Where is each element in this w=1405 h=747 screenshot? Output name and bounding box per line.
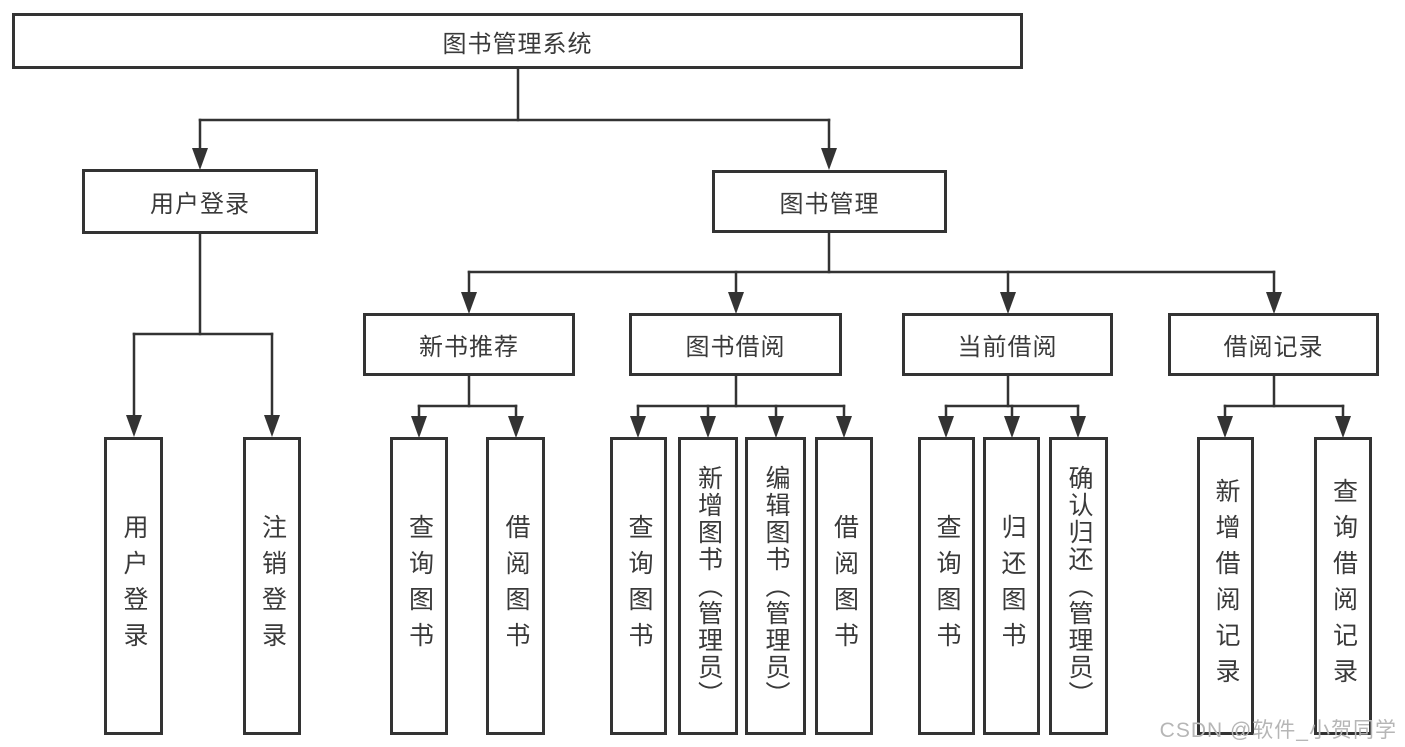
- node-book-borrowing: 图书借阅: [629, 313, 842, 376]
- node-library-system-label: 图书管理系统: [442, 30, 593, 58]
- leaf-user-login: 用户登录: [104, 437, 163, 735]
- leaf-return-books: 归还图书: [983, 437, 1040, 735]
- leaf-query-books-current-label: 查询图书: [933, 514, 961, 658]
- arrowhead-borrow: [728, 292, 744, 314]
- node-book-management-label: 图书管理: [779, 191, 880, 218]
- node-user-login-label: 用户登录: [150, 191, 250, 218]
- arrowhead-records: [1266, 292, 1282, 314]
- leaf-query-borrow-record-label: 查询借阅记录: [1329, 478, 1358, 694]
- arrowheads: [126, 148, 1351, 438]
- leaf-borrow-books-newbook: 借阅图书: [486, 437, 545, 735]
- node-borrowing-records: 借阅记录: [1168, 313, 1379, 376]
- leaf-query-books-borrow-label: 查询图书: [625, 514, 653, 658]
- leaf-query-books-newbook-label: 查询图书: [405, 514, 434, 658]
- node-book-management: 图书管理: [712, 170, 947, 233]
- leaf-add-book-admin-label: 新增图书（管理员）: [694, 464, 723, 708]
- leaf-confirm-return-admin: 确认归还（管理员）: [1049, 437, 1108, 735]
- leaf-add-borrow-record-label: 新增借阅记录: [1212, 478, 1240, 694]
- arrowhead-current: [1000, 292, 1016, 314]
- leaf-confirm-return-admin-label: 确认归还（管理员）: [1065, 464, 1093, 708]
- leaf-logout: 注销登录: [243, 437, 301, 735]
- node-new-book-recommend-label: 新书推荐: [419, 334, 519, 361]
- leaf-add-book-admin: 新增图书（管理员）: [678, 437, 738, 735]
- leaf-query-books-newbook: 查询图书: [390, 437, 448, 735]
- leaf-edit-book-admin: 编辑图书（管理员）: [745, 437, 806, 735]
- leaf-add-borrow-record: 新增借阅记录: [1197, 437, 1254, 735]
- leaf-query-books-borrow: 查询图书: [610, 437, 667, 735]
- arrowhead-newbook: [461, 292, 477, 314]
- node-library-system: 图书管理系统: [12, 13, 1023, 69]
- leaf-query-borrow-record: 查询借阅记录: [1314, 437, 1372, 735]
- leaf-logout-label: 注销登录: [258, 514, 287, 658]
- arrowhead-book-management: [821, 148, 837, 170]
- leaf-borrow-books-borrow-label: 借阅图书: [830, 514, 859, 658]
- arrowhead-user-login: [192, 148, 208, 170]
- leaf-query-books-current: 查询图书: [918, 437, 975, 735]
- node-user-login: 用户登录: [82, 169, 318, 234]
- node-new-book-recommend: 新书推荐: [363, 313, 575, 376]
- leaf-borrow-books-newbook-label: 借阅图书: [502, 514, 530, 658]
- node-book-borrowing-label: 图书借阅: [685, 334, 786, 361]
- node-current-borrowing: 当前借阅: [902, 313, 1113, 376]
- node-borrowing-records-label: 借阅记录: [1223, 334, 1324, 361]
- leaf-user-login-label: 用户登录: [120, 514, 148, 658]
- node-current-borrowing-label: 当前借阅: [957, 334, 1058, 361]
- leaf-edit-book-admin-label: 编辑图书（管理员）: [762, 464, 790, 708]
- leaf-return-books-label: 归还图书: [998, 514, 1026, 658]
- leaf-borrow-books-borrow: 借阅图书: [815, 437, 873, 735]
- watermark: CSDN @软件_小贺同学: [1159, 719, 1397, 742]
